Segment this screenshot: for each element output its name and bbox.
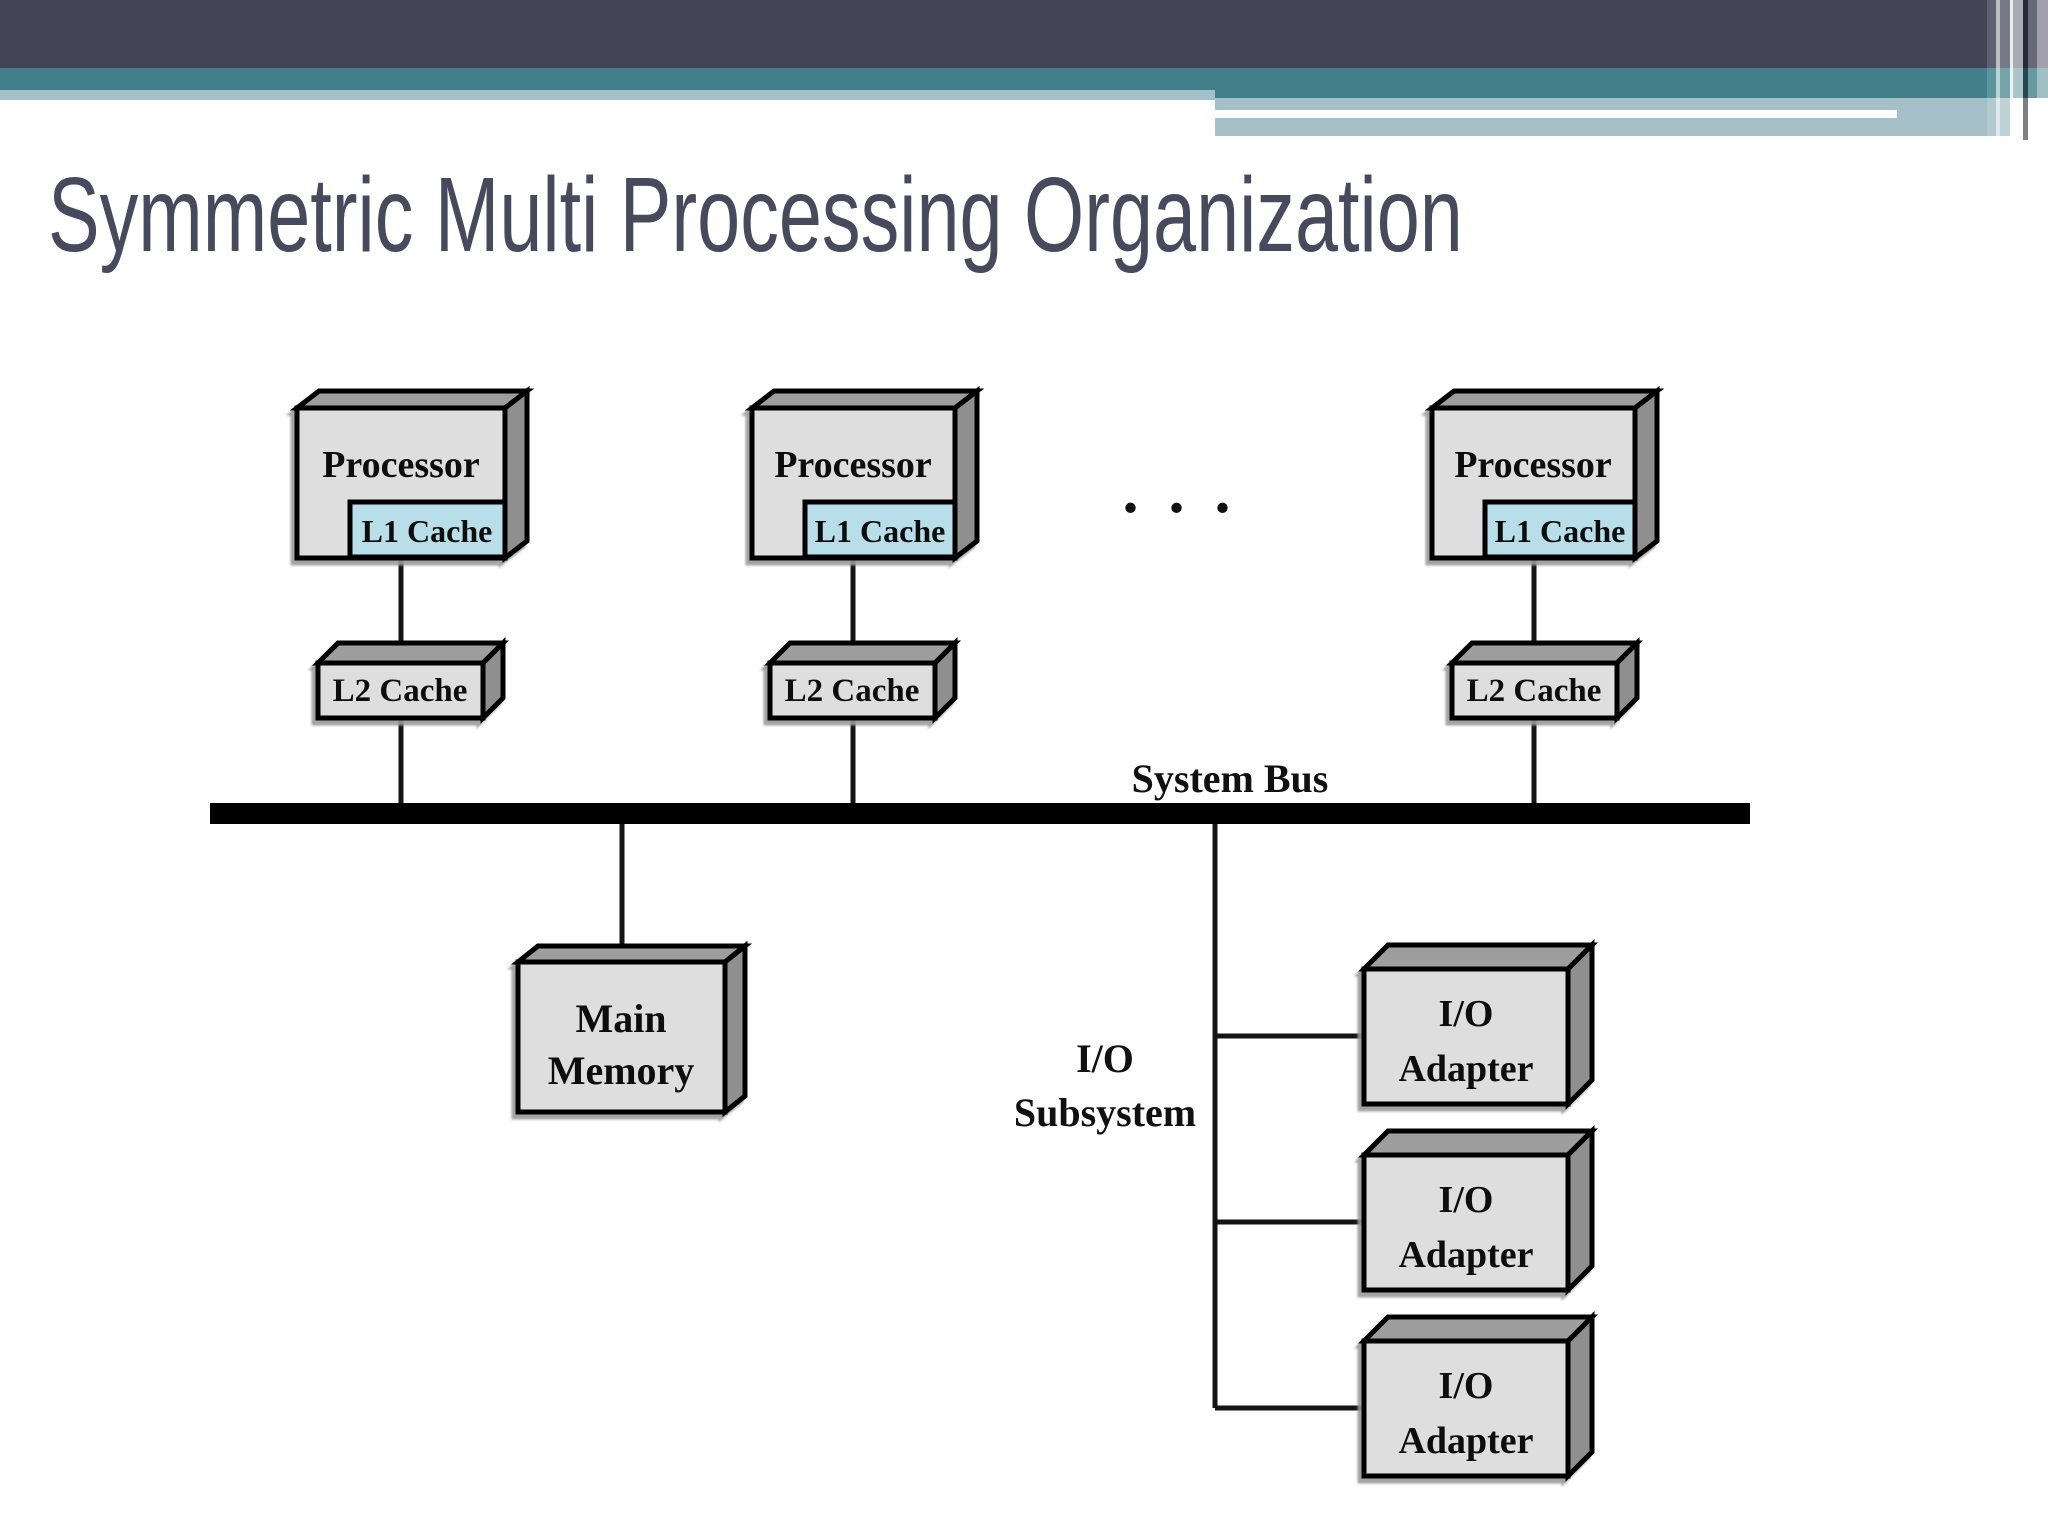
- processor-box-2: Processor L1 Cache: [744, 385, 985, 564]
- box-side-face: [1565, 1124, 1595, 1297]
- l1-cache-label-2: L1 Cache: [815, 513, 946, 549]
- stripe: [2000, 0, 2010, 140]
- header-bar-light-left: [0, 90, 1215, 100]
- processor-label-3: Processor: [1454, 444, 1612, 486]
- stripe: [1996, 0, 2000, 140]
- page-title-text: Symmetric Multi Processing Organization: [48, 156, 1463, 274]
- box-front-face: [1361, 1338, 1571, 1479]
- l1-cache-box-3: [1482, 499, 1638, 560]
- box-front-face: [315, 660, 486, 721]
- main-memory-label-line2: Memory: [548, 1048, 695, 1093]
- header-corner-stripes: [1987, 0, 2048, 140]
- system-bus-label: System Bus: [1132, 756, 1329, 801]
- box-top-face: [1424, 388, 1665, 411]
- io-adapter-label-3-line2: Adapter: [1398, 1420, 1533, 1462]
- stripe: [2023, 0, 2028, 140]
- l1-cache-label-3: L1 Cache: [1495, 513, 1626, 549]
- box-front-face: [515, 959, 728, 1115]
- ellipsis-dots: . . .: [1123, 455, 1238, 526]
- l2-cache-label-2: L2 Cache: [785, 673, 920, 709]
- l2-cache-box-3: L2 Cache: [1445, 636, 1644, 725]
- main-memory-box: Main Memory: [510, 940, 753, 1118]
- processor-box-1: Processor L1 Cache: [289, 385, 535, 564]
- box-side-face: [1565, 938, 1595, 1111]
- box-top-face: [289, 388, 535, 411]
- box-top-face: [1445, 640, 1644, 666]
- system-bus: [210, 803, 1750, 824]
- main-memory-label-line1: Main: [575, 996, 666, 1041]
- box-front-face: [1449, 660, 1620, 721]
- l1-cache-label-1: L1 Cache: [362, 513, 493, 549]
- l2-cache-box-2: L2 Cache: [763, 636, 962, 725]
- box-top-face: [1357, 1128, 1599, 1158]
- l2-cache-label-3: L2 Cache: [1467, 673, 1602, 709]
- io-adapter-box-1: I/O Adapter: [1357, 938, 1599, 1111]
- stripe: [2028, 0, 2037, 140]
- io-adapter-label-1-line1: I/O: [1439, 993, 1494, 1035]
- l2-cache-label-1: L2 Cache: [333, 673, 468, 709]
- box-front-face: [767, 660, 938, 721]
- stripe: [2013, 0, 2023, 140]
- processor-label-1: Processor: [322, 444, 480, 486]
- io-subsystem-label: I/O Subsystem: [1014, 1036, 1196, 1135]
- box-side-face: [1632, 385, 1660, 564]
- page-title: Symmetric Multi Processing Organization: [48, 162, 1986, 268]
- connectors: [398, 556, 1537, 1411]
- box-top-face: [311, 640, 510, 666]
- box-side-face: [1565, 1310, 1595, 1483]
- l1-cache-box-1: [347, 499, 508, 560]
- box-top-face: [1357, 1314, 1599, 1344]
- processor-label-2: Processor: [774, 444, 932, 486]
- l2-cache-box-1: L2 Cache: [311, 636, 510, 725]
- io-adapter-label-2-line2: Adapter: [1398, 1234, 1533, 1276]
- l1-cache-box-2: [802, 499, 958, 560]
- io-subsystem-label-line1: I/O: [1076, 1036, 1134, 1081]
- box-top-face: [763, 640, 962, 666]
- box-top-face: [1357, 942, 1599, 972]
- stripe: [1987, 0, 1996, 140]
- io-adapter-box-3: I/O Adapter: [1357, 1310, 1599, 1483]
- processor-box-3: Processor L1 Cache: [1424, 385, 1665, 564]
- io-adapter-box-2: I/O Adapter: [1357, 1124, 1599, 1297]
- header-white-stripe: [1215, 110, 1897, 118]
- box-front-face: [1361, 1152, 1571, 1293]
- io-adapter-label-3-line1: I/O: [1439, 1365, 1494, 1407]
- header-bar-dark: [0, 0, 2048, 68]
- io-adapter-label-2-line1: I/O: [1439, 1179, 1494, 1221]
- box-side-face: [952, 385, 980, 564]
- stripe: [2010, 0, 2013, 140]
- box-side-face: [502, 385, 530, 564]
- box-front-face: [1361, 966, 1571, 1107]
- io-subsystem-label-line2: Subsystem: [1014, 1090, 1196, 1135]
- io-adapter-label-1-line2: Adapter: [1398, 1048, 1533, 1090]
- box-side-face: [722, 940, 748, 1118]
- stripe: [2037, 0, 2048, 140]
- box-top-face: [744, 388, 985, 411]
